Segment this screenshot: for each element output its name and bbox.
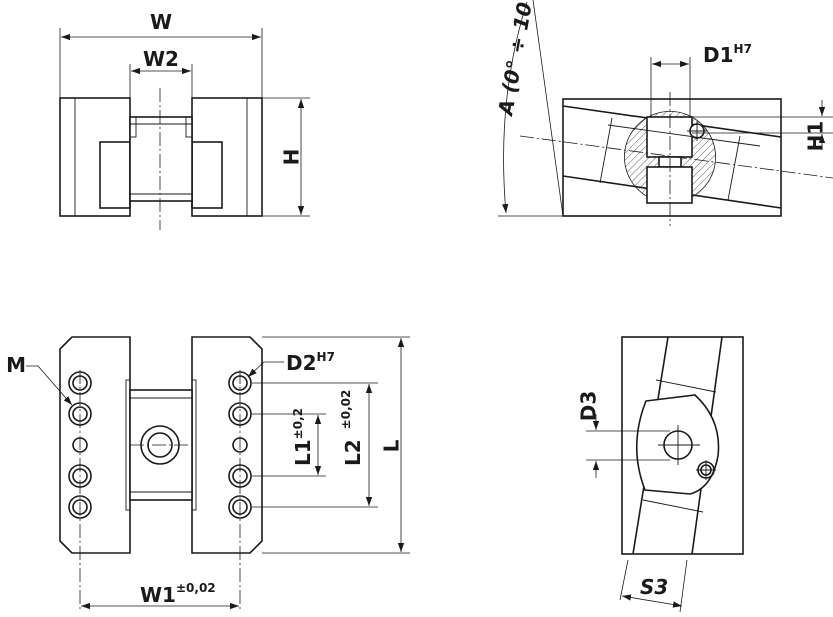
dim-label-s3: S3 [640, 575, 668, 599]
left-hole-column [68, 370, 92, 610]
side-view: D3 S3 [577, 336, 744, 613]
dim-label-l1: L1±0,2 [291, 408, 315, 466]
dim-label-d2: D2H7 [286, 350, 335, 375]
dim-label-d1: D1H7 [703, 42, 752, 67]
front-view: W W2 H [59, 10, 310, 230]
dim-label-w: W [150, 10, 172, 34]
top-view: M D2H7 L L2±0,02 L1±0,2 W1±0,02 [6, 336, 410, 610]
dim-label-w1: W1±0,02 [140, 581, 216, 607]
dim-label-l: L [380, 439, 404, 452]
dim-label-w2: W2 [143, 47, 179, 71]
dim-label-h: H [280, 149, 304, 166]
dim-label-l2: L2±0,02 [339, 390, 365, 466]
label-m: M [6, 353, 26, 377]
dim-label-a: A (0° ÷ 10°) [493, 0, 540, 119]
right-hole-column [228, 370, 252, 610]
dim-label-d3: D3 [577, 391, 601, 422]
dim-label-h1: H1 [804, 121, 828, 152]
tilted-section-view: D1H7 H1 A (0° ÷ 10°) [493, 0, 833, 226]
